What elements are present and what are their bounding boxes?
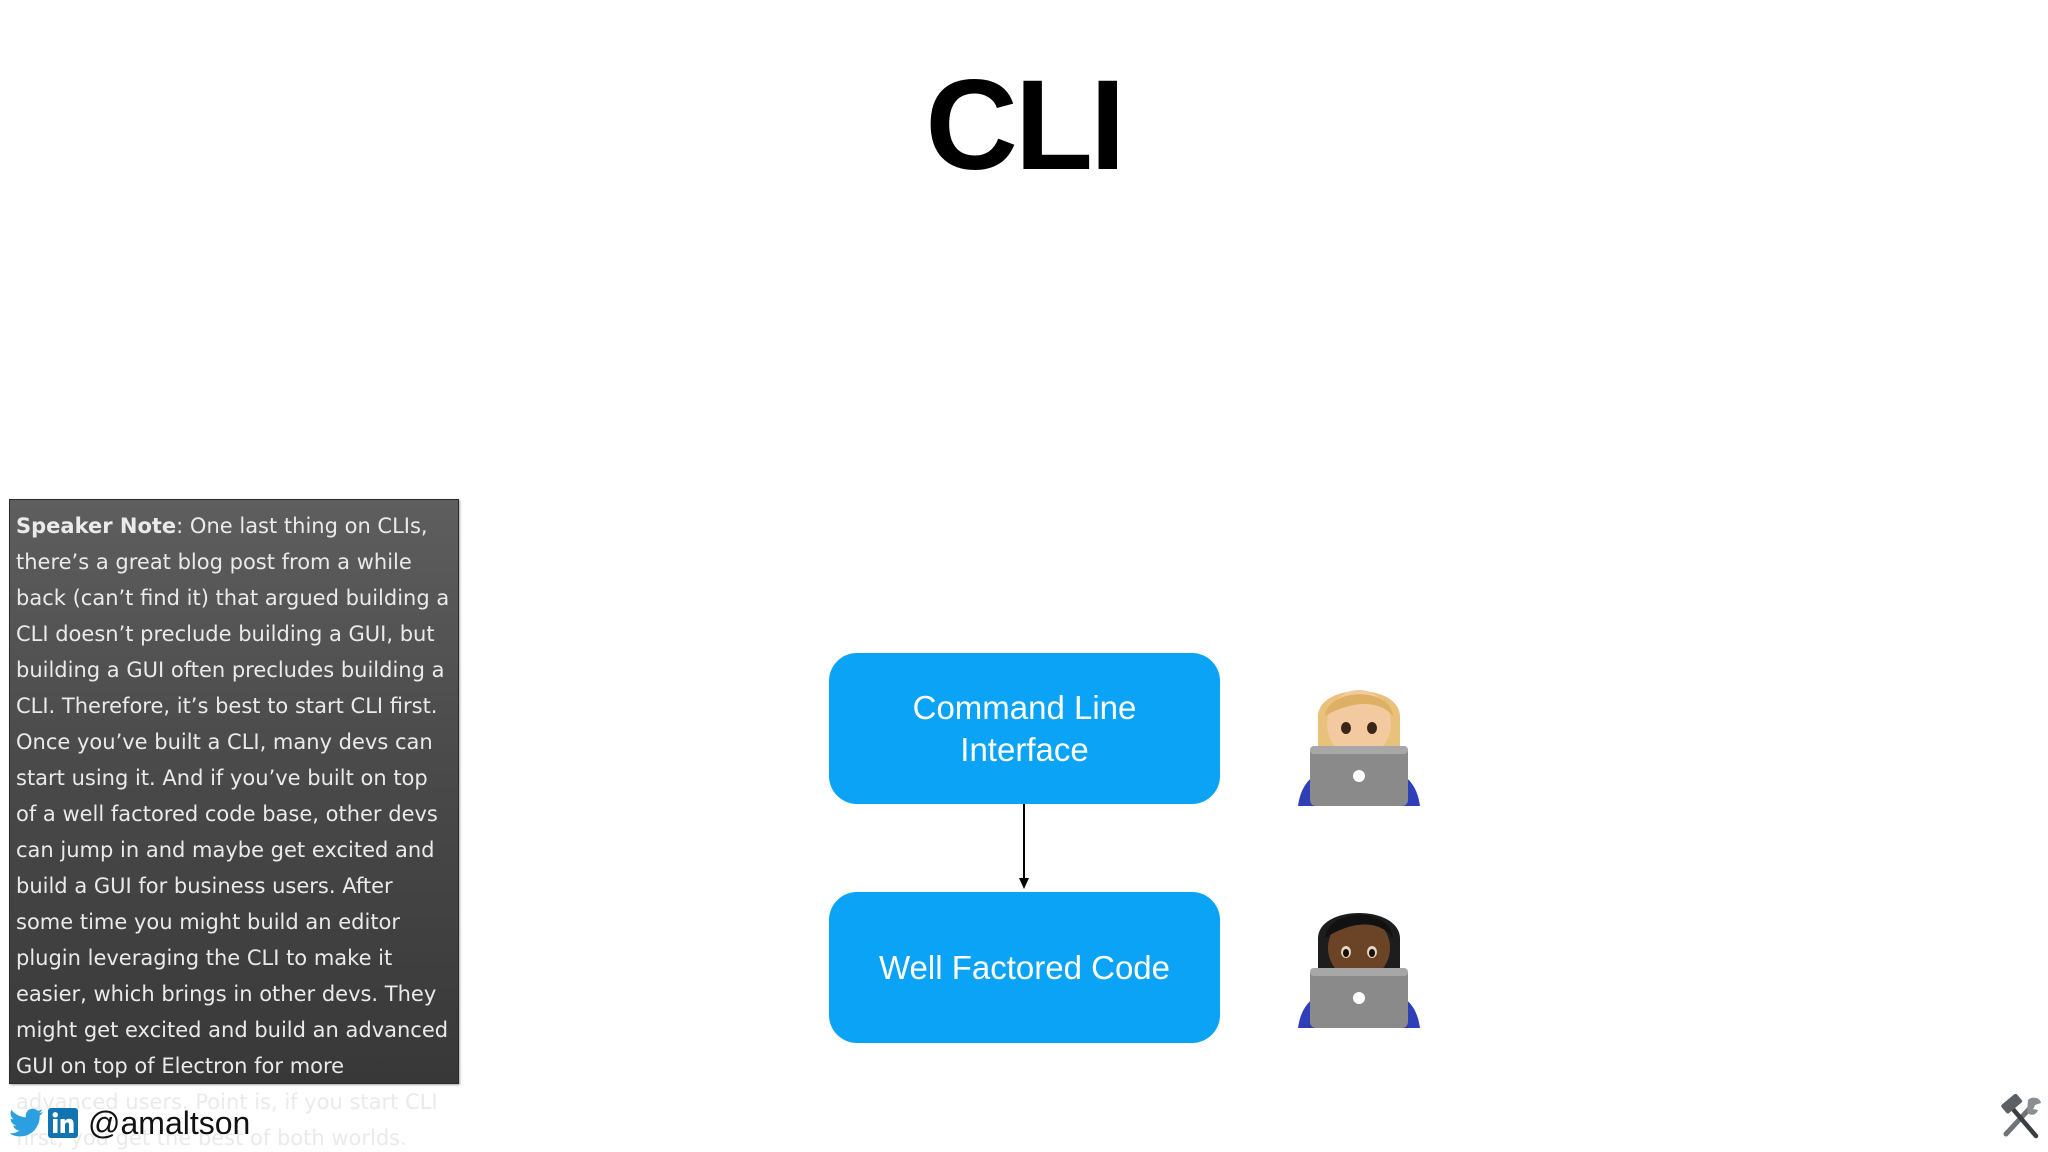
code-box-label: Well Factored Code: [878, 948, 1171, 986]
twitter-icon: [10, 1108, 43, 1137]
speaker-note: Speaker Note: One last thing on CLIs, th…: [9, 499, 459, 1150]
slide-title: CLI: [925, 54, 1125, 197]
woman-technologist-blonde-icon: [1298, 690, 1420, 806]
woman-technologist-dark-icon: [1298, 913, 1420, 1028]
linkedin-icon: [48, 1108, 78, 1138]
code-box: Well Factored Code: [829, 892, 1220, 1043]
speaker-note-text: : One last thing on CLIs, there’s a grea…: [16, 514, 450, 1150]
cli-box-label: Command Line Interface: [912, 688, 1137, 768]
social-footer: @amaltson: [10, 1103, 250, 1143]
social-handle: @amaltson: [88, 1104, 251, 1141]
cli-box: Command Line Interface: [829, 653, 1220, 804]
hammer-and-wrench-icon: [2001, 1094, 2041, 1139]
speaker-note-label: Speaker Note: [16, 514, 177, 538]
